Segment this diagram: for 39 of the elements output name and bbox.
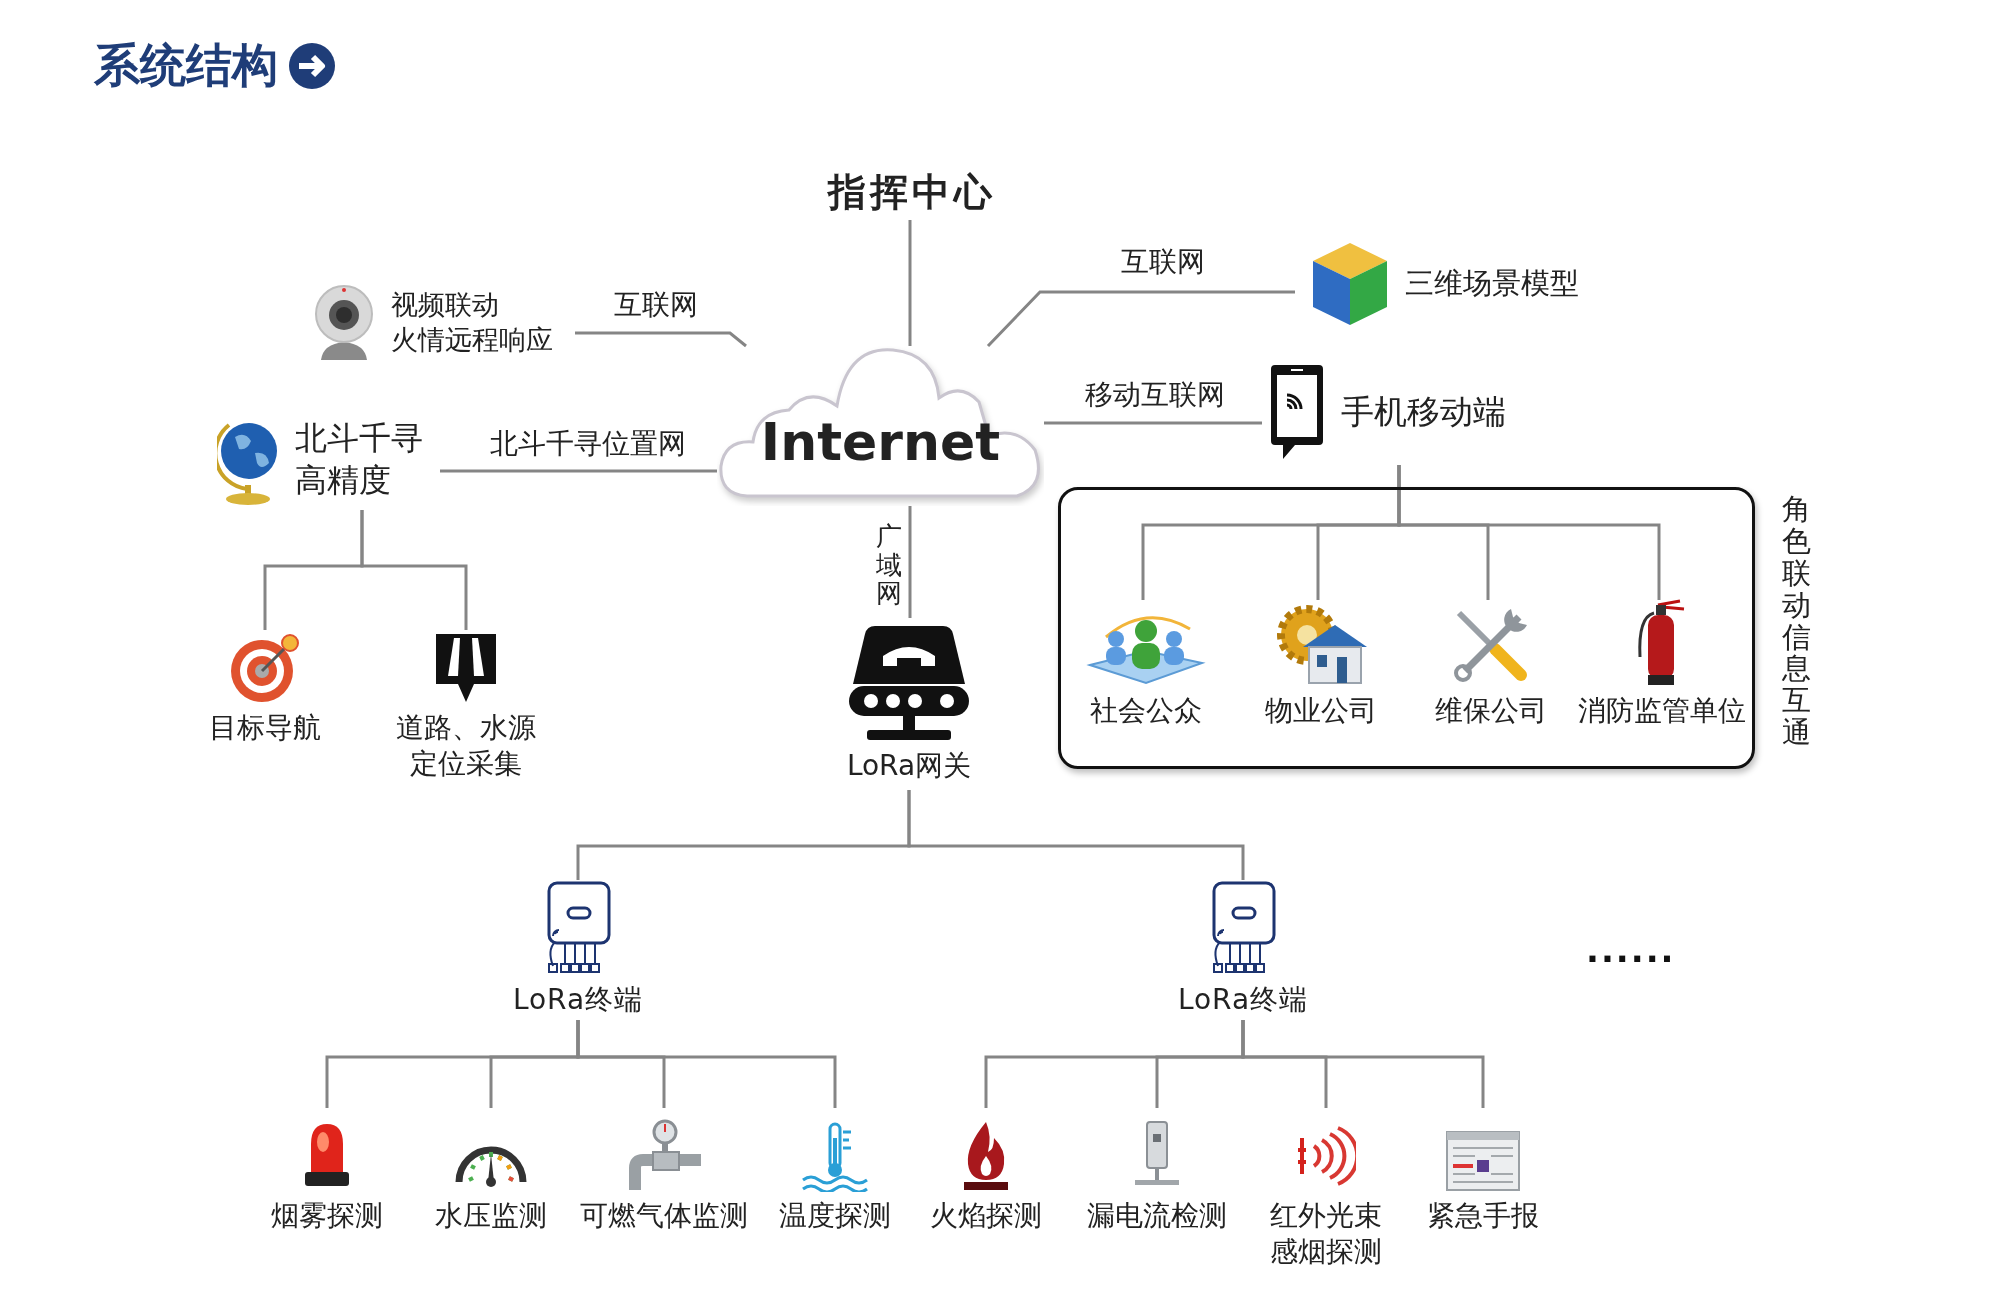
node-label: 温度探测 xyxy=(779,1198,891,1234)
node-label: 北斗千寻高精度 xyxy=(295,418,425,501)
cloud-label: Internet xyxy=(760,411,1001,475)
node-label: 水压监测 xyxy=(435,1198,547,1234)
node-label: 物业公司 xyxy=(1265,693,1377,729)
node-label: 火情远程响应 xyxy=(390,323,553,357)
node-label: 紧急手报 xyxy=(1427,1198,1539,1234)
edge-label: 广域网 xyxy=(876,522,902,608)
node-label: 红外光束感烟探测 xyxy=(1269,1198,1383,1271)
connector-line xyxy=(1397,465,1661,600)
page-title: 系统结构 xyxy=(94,38,278,94)
connector-line xyxy=(1044,421,1262,425)
ellipsis-mark: ...... xyxy=(1586,930,1676,970)
node-label: 可燃气体监测 xyxy=(580,1198,748,1234)
connector-line xyxy=(908,506,912,618)
node-label: 火焰探测 xyxy=(930,1198,1042,1234)
connector-line xyxy=(908,220,912,346)
connector-line xyxy=(440,469,717,473)
connector-line xyxy=(576,1020,837,1108)
node-label: 烟雾探测 xyxy=(271,1198,383,1234)
connector-line xyxy=(360,510,468,630)
side-caption: 角色联动信息互通 xyxy=(1782,494,1811,750)
node-label: 手机移动端 xyxy=(1340,391,1506,434)
connector-line xyxy=(907,790,1245,880)
node-label: 漏电流检测 xyxy=(1087,1198,1227,1234)
node-label: 视频联动 xyxy=(390,287,499,322)
node-label: 三维场景模型 xyxy=(1405,265,1579,303)
node-label: 社会公众 xyxy=(1090,693,1202,729)
node-label: LoRa终端 xyxy=(512,982,644,1018)
heading-label: 指挥中心 xyxy=(828,168,996,216)
node-label: 维保公司 xyxy=(1435,693,1547,729)
connector-line xyxy=(986,290,1295,348)
node-label: LoRa终端 xyxy=(1177,982,1309,1018)
connector-line xyxy=(575,331,747,348)
node-label: 道路、水源定位采集 xyxy=(395,710,537,783)
node-label: 目标导航 xyxy=(209,710,321,746)
node-label: 消防监管单位 xyxy=(1578,693,1746,729)
node-label: LoRa网关 xyxy=(846,748,972,784)
connector-line xyxy=(1241,1020,1485,1108)
